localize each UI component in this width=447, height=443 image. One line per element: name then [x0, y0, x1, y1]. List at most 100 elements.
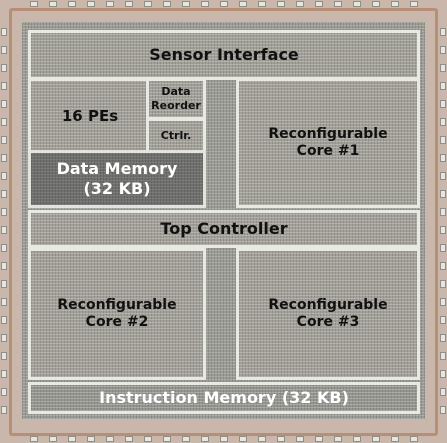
- io-pad: [440, 190, 446, 198]
- io-pad: [1, 244, 7, 252]
- core-1-label-line1: Reconfigurable: [268, 125, 388, 142]
- core-2-label-line2: Core #2: [85, 314, 149, 330]
- core-1-label-line2: Core #1: [296, 143, 360, 159]
- data-memory-label-line1: Data Memory: [56, 159, 178, 178]
- io-pad: [440, 370, 446, 378]
- io-pad: [372, 436, 380, 442]
- io-pad: [1, 226, 7, 234]
- io-pad: [1, 262, 7, 270]
- reconfigurable-core-3-block: Reconfigurable Core #3: [236, 248, 420, 380]
- io-pad: [334, 436, 342, 442]
- io-pad: [1, 82, 7, 90]
- instruction-memory-block: Instruction Memory (32 KB): [28, 382, 420, 414]
- io-pad: [1, 118, 7, 126]
- io-pad: [440, 100, 446, 108]
- io-pad: [410, 1, 418, 7]
- io-pad: [201, 1, 209, 7]
- data-reorder-label-line2: Reorder: [151, 99, 201, 112]
- io-pad: [440, 154, 446, 162]
- controller-label: Ctrlr.: [160, 129, 192, 143]
- top-controller-block: Top Controller: [28, 210, 420, 248]
- io-pad: [277, 1, 285, 7]
- data-memory-block: Data Memory (32 KB): [28, 150, 206, 208]
- io-pad: [163, 436, 171, 442]
- io-pad: [440, 406, 446, 414]
- io-pad: [68, 1, 76, 7]
- io-pad: [277, 436, 285, 442]
- io-pad: [30, 436, 38, 442]
- io-pad: [440, 352, 446, 360]
- io-pad: [440, 82, 446, 90]
- io-pad: [440, 64, 446, 72]
- core-area: Sensor Interface 16 PEs Data Reorder Ctr…: [22, 22, 425, 419]
- reconfigurable-core-1-block: Reconfigurable Core #1: [236, 78, 420, 208]
- io-pad: [1, 64, 7, 72]
- pe-array-block: 16 PEs: [28, 78, 152, 154]
- io-pad: [440, 226, 446, 234]
- io-pad: [1, 388, 7, 396]
- io-pad: [1, 316, 7, 324]
- io-pad: [1, 136, 7, 144]
- io-pad: [1, 370, 7, 378]
- controller-block: Ctrlr.: [146, 118, 206, 154]
- io-pad: [440, 172, 446, 180]
- io-pad: [372, 1, 380, 7]
- instruction-memory-label: Instruction Memory (32 KB): [99, 388, 349, 407]
- io-pad: [182, 1, 190, 7]
- io-pad: [1, 352, 7, 360]
- io-pad: [1, 280, 7, 288]
- io-pad: [353, 436, 361, 442]
- io-pad: [163, 1, 171, 7]
- io-pad: [410, 436, 418, 442]
- top-controller-label: Top Controller: [160, 219, 288, 238]
- io-pad: [440, 298, 446, 306]
- io-pad: [68, 436, 76, 442]
- io-pad: [106, 1, 114, 7]
- core-3-label-line2: Core #3: [296, 314, 360, 330]
- io-pad: [440, 244, 446, 252]
- io-pad: [440, 334, 446, 342]
- io-pad: [440, 136, 446, 144]
- io-pad: [182, 436, 190, 442]
- io-pad: [1, 172, 7, 180]
- io-pad: [49, 436, 57, 442]
- seal-ring: [9, 8, 438, 436]
- io-pad: [220, 1, 228, 7]
- io-pad: [220, 436, 228, 442]
- io-pad: [353, 1, 361, 7]
- core-3-label-line1: Reconfigurable: [268, 296, 388, 313]
- io-pad: [296, 1, 304, 7]
- io-pad: [391, 1, 399, 7]
- io-pad: [440, 388, 446, 396]
- io-pad: [440, 46, 446, 54]
- pe-array-label: 16 PEs: [61, 106, 119, 125]
- io-pad: [391, 436, 399, 442]
- io-pad: [1, 154, 7, 162]
- io-pad: [239, 1, 247, 7]
- sensor-interface-block: Sensor Interface: [28, 30, 420, 80]
- data-memory-label-line2: (32 KB): [83, 179, 151, 198]
- sensor-interface-label: Sensor Interface: [149, 45, 299, 64]
- io-pad: [258, 436, 266, 442]
- io-pad: [296, 436, 304, 442]
- io-pad: [258, 1, 266, 7]
- io-pad: [440, 280, 446, 288]
- io-pad: [440, 262, 446, 270]
- reconfigurable-core-2-block: Reconfigurable Core #2: [28, 248, 206, 380]
- io-pad: [87, 436, 95, 442]
- io-pad: [125, 1, 133, 7]
- io-pad: [144, 436, 152, 442]
- io-pad: [30, 1, 38, 7]
- io-pad: [440, 28, 446, 36]
- data-reorder-label-line1: Data: [161, 85, 191, 99]
- io-pad: [1, 298, 7, 306]
- io-pad: [315, 1, 323, 7]
- io-pad: [125, 436, 133, 442]
- io-pad: [1, 28, 7, 36]
- io-pad: [1, 46, 7, 54]
- io-pad: [106, 436, 114, 442]
- io-pad: [87, 1, 95, 7]
- io-pad: [1, 406, 7, 414]
- io-pad: [1, 208, 7, 216]
